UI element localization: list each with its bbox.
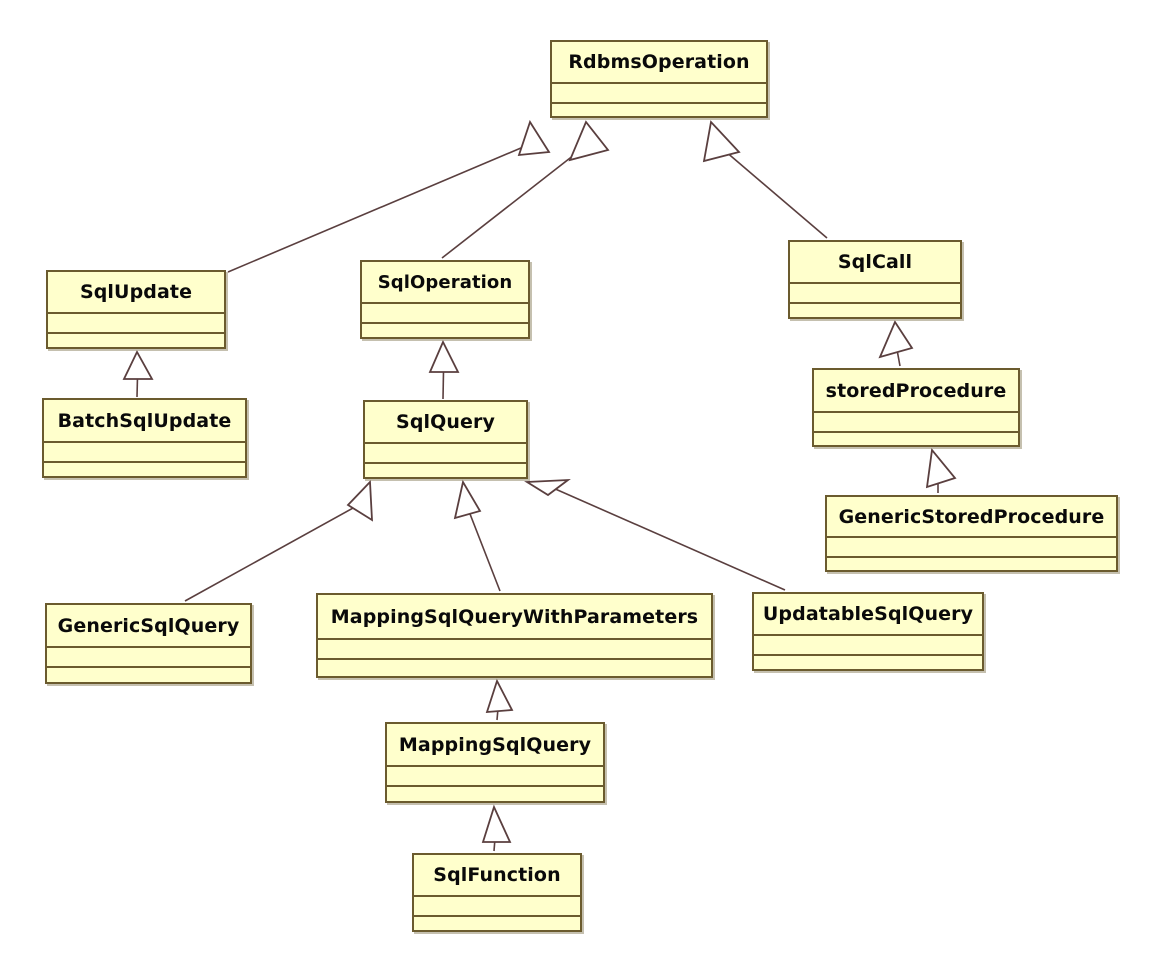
uml-class-name-SqlUpdate: SqlUpdate <box>48 272 224 312</box>
uml-attributes-operations-divider <box>318 658 711 660</box>
uml-attributes-compartment-UpdatableSqlQuery <box>754 636 982 654</box>
uml-attributes-compartment-storedProcedure <box>814 413 1018 431</box>
uml-attributes-compartment-RdbmsOperation <box>552 84 766 102</box>
uml-name-attributes-divider <box>814 411 1018 413</box>
uml-attributes-operations-divider <box>48 332 224 334</box>
uml-attributes-operations-divider <box>754 654 982 656</box>
uml-class-SqlUpdate[interactable]: SqlUpdate <box>46 270 226 349</box>
uml-attributes-operations-divider <box>387 785 603 787</box>
uml-class-name-SqlFunction: SqlFunction <box>414 855 580 895</box>
uml-attributes-operations-divider <box>362 322 528 324</box>
uml-class-name-SqlCall: SqlCall <box>790 242 960 282</box>
uml-class-SqlOperation[interactable]: SqlOperation <box>360 260 530 339</box>
uml-class-MappingSqlQueryWithParameters[interactable]: MappingSqlQueryWithParameters <box>316 593 713 678</box>
uml-name-attributes-divider <box>414 895 580 897</box>
uml-operations-compartment-UpdatableSqlQuery <box>754 656 982 669</box>
uml-class-RdbmsOperation[interactable]: RdbmsOperation <box>550 40 768 118</box>
uml-attributes-compartment-SqlUpdate <box>48 314 224 332</box>
uml-attributes-compartment-SqlFunction <box>414 897 580 915</box>
uml-class-GenericSqlQuery[interactable]: GenericSqlQuery <box>45 603 252 684</box>
uml-name-attributes-divider <box>362 302 528 304</box>
uml-attributes-operations-divider <box>365 462 526 464</box>
uml-operations-compartment-MappingSqlQuery <box>387 787 603 801</box>
uml-class-BatchSqlUpdate[interactable]: BatchSqlUpdate <box>42 398 247 478</box>
uml-name-attributes-divider <box>827 536 1116 538</box>
uml-operations-compartment-SqlUpdate <box>48 334 224 347</box>
uml-attributes-operations-divider <box>814 431 1018 433</box>
uml-class-UpdatableSqlQuery[interactable]: UpdatableSqlQuery <box>752 592 984 671</box>
uml-name-attributes-divider <box>552 82 766 84</box>
uml-attributes-operations-divider <box>827 556 1116 558</box>
uml-class-MappingSqlQuery[interactable]: MappingSqlQuery <box>385 722 605 803</box>
uml-attributes-compartment-SqlCall <box>790 284 960 302</box>
uml-attributes-compartment-MappingSqlQuery <box>387 767 603 785</box>
uml-class-GenericStoredProcedure[interactable]: GenericStoredProcedure <box>825 495 1118 572</box>
uml-class-SqlQuery[interactable]: SqlQuery <box>363 400 528 479</box>
uml-class-name-RdbmsOperation: RdbmsOperation <box>552 42 766 82</box>
uml-attributes-compartment-SqlQuery <box>365 444 526 462</box>
uml-operations-compartment-GenericStoredProcedure <box>827 558 1116 570</box>
uml-attributes-operations-divider <box>552 102 766 104</box>
uml-operations-compartment-SqlOperation <box>362 324 528 337</box>
uml-attributes-compartment-GenericSqlQuery <box>47 648 250 666</box>
uml-attributes-operations-divider <box>414 915 580 917</box>
uml-name-attributes-divider <box>790 282 960 284</box>
uml-class-name-UpdatableSqlQuery: UpdatableSqlQuery <box>754 594 982 634</box>
uml-attributes-compartment-SqlOperation <box>362 304 528 322</box>
uml-operations-compartment-SqlFunction <box>414 917 580 930</box>
uml-name-attributes-divider <box>318 638 711 640</box>
uml-attributes-compartment-BatchSqlUpdate <box>44 443 245 461</box>
uml-name-attributes-divider <box>48 312 224 314</box>
uml-class-name-GenericStoredProcedure: GenericStoredProcedure <box>827 497 1116 536</box>
uml-class-name-MappingSqlQuery: MappingSqlQuery <box>387 724 603 765</box>
uml-name-attributes-divider <box>47 646 250 648</box>
uml-class-name-SqlQuery: SqlQuery <box>365 402 526 442</box>
uml-operations-compartment-SqlCall <box>790 304 960 317</box>
uml-attributes-operations-divider <box>44 461 245 463</box>
uml-operations-compartment-RdbmsOperation <box>552 104 766 116</box>
uml-attributes-operations-divider <box>790 302 960 304</box>
uml-class-name-BatchSqlUpdate: BatchSqlUpdate <box>44 400 245 441</box>
uml-class-name-MappingSqlQueryWithParameters: MappingSqlQueryWithParameters <box>318 595 711 638</box>
uml-class-storedProcedure[interactable]: storedProcedure <box>812 368 1020 447</box>
uml-class-SqlFunction[interactable]: SqlFunction <box>412 853 582 932</box>
uml-attributes-compartment-MappingSqlQueryWithParameters <box>318 640 711 658</box>
uml-name-attributes-divider <box>754 634 982 636</box>
uml-name-attributes-divider <box>365 442 526 444</box>
uml-attributes-operations-divider <box>47 666 250 668</box>
uml-operations-compartment-BatchSqlUpdate <box>44 463 245 476</box>
uml-class-SqlCall[interactable]: SqlCall <box>788 240 962 319</box>
uml-operations-compartment-storedProcedure <box>814 433 1018 445</box>
uml-attributes-compartment-GenericStoredProcedure <box>827 538 1116 556</box>
uml-class-name-GenericSqlQuery: GenericSqlQuery <box>47 605 250 646</box>
uml-class-name-SqlOperation: SqlOperation <box>362 262 528 302</box>
uml-name-attributes-divider <box>44 441 245 443</box>
uml-class-name-storedProcedure: storedProcedure <box>814 370 1018 411</box>
uml-name-attributes-divider <box>387 765 603 767</box>
uml-operations-compartment-SqlQuery <box>365 464 526 477</box>
uml-operations-compartment-MappingSqlQueryWithParameters <box>318 660 711 676</box>
uml-operations-compartment-GenericSqlQuery <box>47 668 250 682</box>
